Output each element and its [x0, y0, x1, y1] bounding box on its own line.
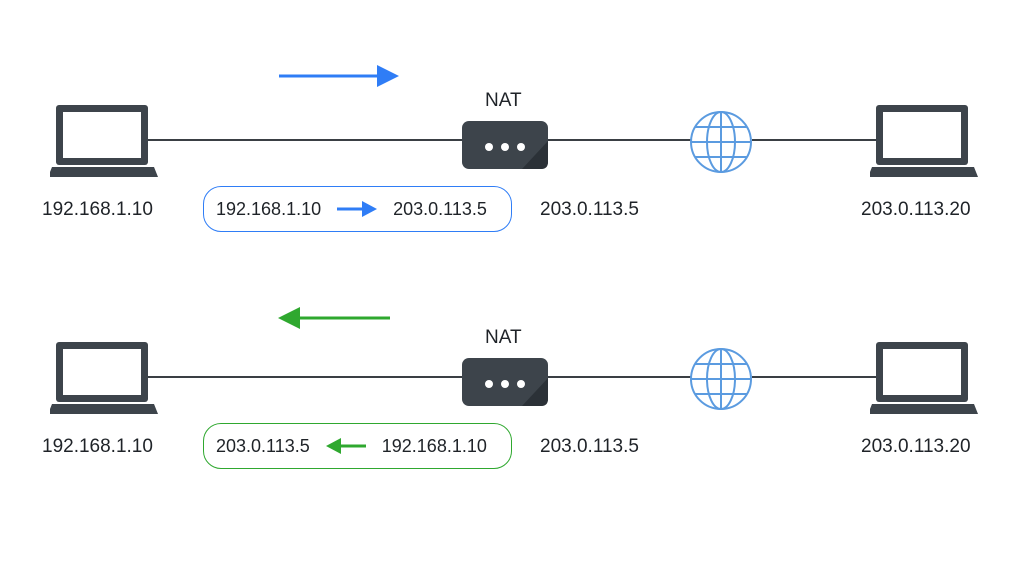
- remote-host-ip: 203.0.113.20: [861, 436, 971, 457]
- network-link-left: [148, 376, 466, 378]
- nat-public-ip: 203.0.113.5: [540, 436, 639, 457]
- network-link-left: [148, 139, 466, 141]
- outbound-flow: 192.168.1.10 NAT 203.0.113.5 203.0.113.2…: [0, 0, 1024, 260]
- nat-translation-outbound: 192.168.1.10 203.0.113.5: [203, 186, 512, 232]
- nat-public-ip: 203.0.113.5: [540, 199, 639, 220]
- outbound-direction-arrow-icon: [279, 65, 399, 87]
- internet-globe-icon: [690, 348, 752, 410]
- inbound-flow: 192.168.1.10 NAT 203.0.113.5 203.0.113.2…: [0, 237, 1024, 497]
- nat-translation-inbound: 203.0.113.5 192.168.1.10: [203, 423, 512, 469]
- network-link-right: [752, 376, 882, 378]
- nat-label: NAT: [485, 327, 522, 348]
- nat-label: NAT: [485, 90, 522, 111]
- translation-target-ip: 203.0.113.5: [393, 198, 487, 219]
- network-link-middle: [546, 376, 692, 378]
- remote-host-laptop-icon: [870, 105, 978, 177]
- translation-source-ip: 203.0.113.5: [216, 435, 310, 456]
- translation-target-ip: 192.168.1.10: [381, 435, 487, 456]
- remote-host-ip: 203.0.113.20: [861, 199, 971, 220]
- inbound-direction-arrow-icon: [278, 307, 390, 329]
- remote-host-laptop-icon: [870, 342, 978, 414]
- private-host-ip: 192.168.1.10: [42, 436, 153, 457]
- translation-arrow-right-icon: [337, 201, 378, 217]
- translation-arrow-left-icon: [325, 438, 366, 454]
- network-link-right: [752, 139, 882, 141]
- nat-router-icon: [462, 358, 548, 406]
- internet-globe-icon: [690, 111, 752, 173]
- nat-router-icon: [462, 121, 548, 169]
- translation-source-ip: 192.168.1.10: [216, 198, 322, 219]
- private-host-laptop-icon: [50, 105, 158, 177]
- network-link-middle: [546, 139, 692, 141]
- private-host-ip: 192.168.1.10: [42, 199, 153, 220]
- private-host-laptop-icon: [50, 342, 158, 414]
